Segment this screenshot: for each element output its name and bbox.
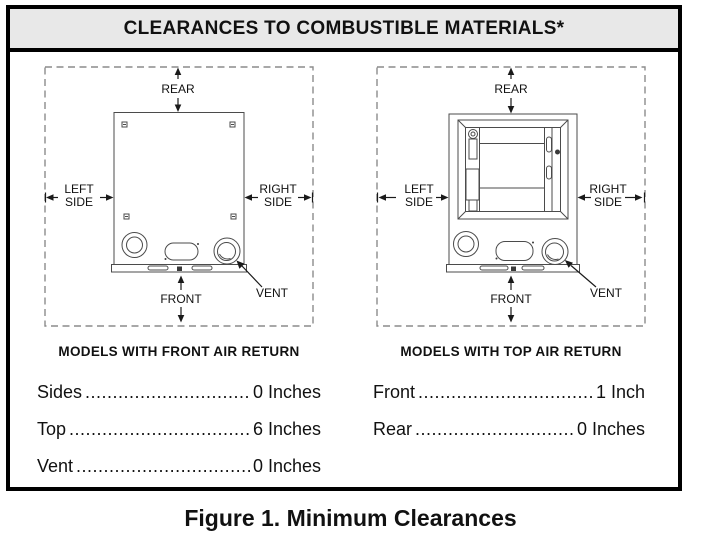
- top-air-return-diagram: REAR LEFT SIDE RIGHT SIDE FRONT VENT: [376, 66, 646, 327]
- front-label: FRONT: [490, 292, 532, 306]
- right-side-label-line2: SIDE: [594, 195, 622, 209]
- arrow-down-icon: [507, 315, 515, 323]
- arrow-left-icon: [577, 194, 585, 201]
- furnace-front-view: [111, 112, 247, 273]
- clearance-value: 6 Inches: [252, 419, 321, 439]
- vent-pointer-icon: [236, 260, 245, 269]
- clearance-list-top-air: Front ..................................…: [373, 381, 645, 455]
- dot-leader: ........................................…: [415, 419, 574, 439]
- louver-slot: [521, 265, 545, 271]
- arrow-down-icon: [177, 315, 185, 323]
- arrow-right-icon: [441, 194, 449, 201]
- clearance-row: Rear ...................................…: [373, 418, 645, 440]
- table-title: CLEARANCES TO COMBUSTIBLE MATERIALS*: [123, 17, 565, 39]
- screw-icon: [229, 121, 236, 128]
- figure-caption: Figure 1. Minimum Clearances: [184, 505, 517, 531]
- louver-strip: [446, 264, 580, 273]
- clearance-value: 1 Inch: [595, 382, 645, 402]
- right-side-label-line2: SIDE: [264, 195, 292, 209]
- vent-label: VENT: [590, 286, 623, 300]
- arrow-up-icon: [507, 275, 515, 283]
- furnace-cabinet-outline: [113, 112, 245, 265]
- left-side-label-line1: LEFT: [64, 182, 94, 196]
- dot-leader: ........................................…: [76, 456, 250, 476]
- dot-leader: ........................................…: [418, 382, 593, 402]
- arrow-up-icon: [174, 67, 182, 75]
- arrow-down-icon: [507, 106, 515, 114]
- caption-top-air-return: MODELS WITH TOP AIR RETURN: [400, 344, 622, 359]
- table-header: CLEARANCES TO COMBUSTIBLE MATERIALS*: [10, 9, 678, 52]
- arrow-left-icon: [46, 194, 54, 201]
- louver-strip: [111, 264, 247, 273]
- arrow-right-icon: [106, 194, 114, 201]
- front-air-return-diagram: REAR LEFT SIDE RIGHT SIDE FRONT VENT: [44, 66, 314, 327]
- screw-icon: [123, 213, 130, 220]
- arrow-left-icon: [378, 194, 386, 201]
- arrow-right-icon: [304, 194, 312, 201]
- clearance-annotations: REAR LEFT SIDE RIGHT SIDE FRONT VENT: [376, 67, 646, 323]
- vent-pointer-icon: [564, 260, 573, 268]
- latch-icon: [177, 266, 182, 271]
- vent-opening-icon: [541, 238, 569, 265]
- clearance-value: 0 Inches: [252, 382, 321, 402]
- arrow-down-icon: [174, 104, 182, 112]
- table-content: REAR LEFT SIDE RIGHT SIDE FRONT VENT: [10, 52, 678, 487]
- louver-slot: [479, 265, 509, 271]
- grommet-icon: [453, 231, 479, 257]
- dot-leader: ........................................…: [69, 419, 250, 439]
- clearance-list-front-air: Sides ..................................…: [37, 381, 321, 492]
- screw-icon: [121, 121, 128, 128]
- clearance-value: 0 Inches: [576, 419, 645, 439]
- vent-label: VENT: [256, 286, 289, 300]
- clearance-label: Sides: [37, 382, 83, 402]
- arrow-up-icon: [507, 67, 515, 75]
- arrow-up-icon: [177, 275, 185, 283]
- caption-front-air-return: MODELS WITH FRONT AIR RETURN: [58, 344, 300, 359]
- left-side-label-line1: LEFT: [404, 182, 434, 196]
- internal-component: [468, 129, 478, 139]
- left-side-label-line2: SIDE: [65, 195, 93, 209]
- clearance-row: Top ....................................…: [37, 418, 321, 440]
- clearance-row: Vent ...................................…: [37, 455, 321, 477]
- rear-label: REAR: [161, 82, 195, 96]
- clearance-row: Sides ..................................…: [37, 381, 321, 403]
- right-side-label-line1: RIGHT: [259, 182, 297, 196]
- rear-label: REAR: [494, 82, 528, 96]
- clearance-label: Front: [373, 382, 416, 402]
- louver-slot: [191, 265, 213, 271]
- clearance-label: Top: [37, 419, 67, 439]
- left-side-label-line2: SIDE: [405, 195, 433, 209]
- clearance-value: 0 Inches: [252, 456, 321, 476]
- oval-knockout: [164, 242, 199, 261]
- arrow-right-icon: [635, 194, 643, 201]
- clearance-label: Rear: [373, 419, 413, 439]
- vent-opening-icon: [213, 237, 241, 265]
- right-side-label-line1: RIGHT: [589, 182, 627, 196]
- internal-component: [465, 168, 480, 201]
- louver-slot: [147, 265, 169, 271]
- arrow-left-icon: [244, 194, 252, 201]
- oval-knockout: [495, 241, 534, 261]
- front-label: FRONT: [160, 292, 202, 306]
- furnace-top-air-view: [446, 113, 580, 273]
- clearances-table-box: CLEARANCES TO COMBUSTIBLE MATERIALS*: [6, 5, 682, 491]
- latch-icon: [511, 266, 516, 271]
- clearance-annotations: REAR LEFT SIDE RIGHT SIDE FRONT VENT: [44, 67, 314, 323]
- grommet-icon: [121, 232, 148, 258]
- air-return-opening: [457, 119, 569, 220]
- clearance-row: Front ..................................…: [373, 381, 645, 403]
- dot-leader: ........................................…: [85, 382, 250, 402]
- screw-icon: [230, 213, 237, 220]
- clearance-label: Vent: [37, 456, 74, 476]
